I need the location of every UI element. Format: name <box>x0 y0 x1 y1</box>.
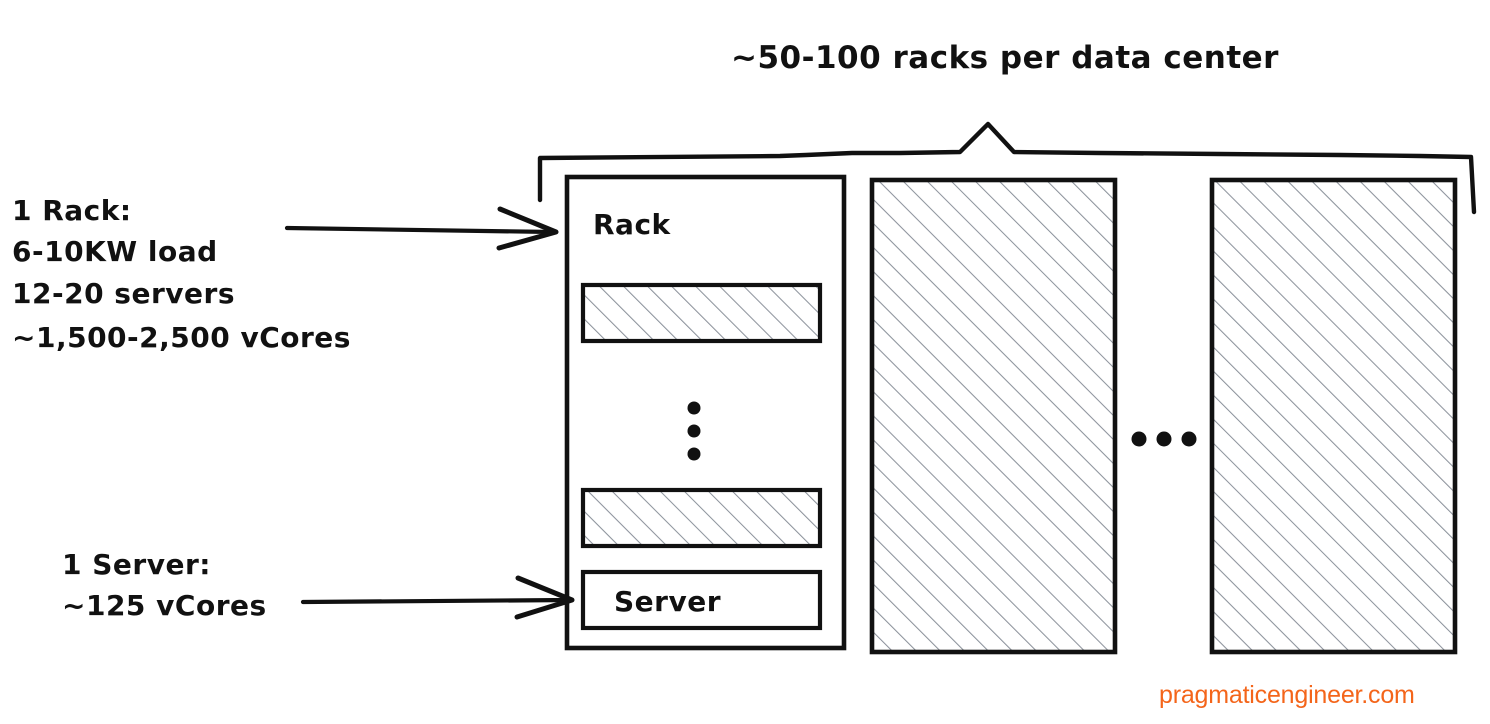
rack-2 <box>869 177 1118 655</box>
rack-note-line-3: 12-20 servers <box>12 277 235 310</box>
annotation-rack-note: 1 Rack: 6-10KW load 12-20 servers ~1,500… <box>12 194 351 354</box>
watermark: pragmaticengineer.com <box>1159 681 1415 709</box>
rack-1-slot-top <box>580 282 823 344</box>
annotation-server-note: 1 Server: ~125 vCores <box>62 548 267 622</box>
racks-horizontal-ellipsis <box>1131 431 1197 447</box>
top-brace <box>537 121 1477 215</box>
arrow-to-rack <box>284 206 559 251</box>
rack-1-server-box: Server <box>580 569 823 631</box>
server-note-line-2: ~125 vCores <box>62 589 267 622</box>
rack-3 <box>1209 177 1458 655</box>
rack-note-line-1: 1 Rack: <box>12 194 132 227</box>
rack-note-line-4: ~1,500-2,500 vCores <box>12 321 351 354</box>
server-label: Server <box>614 585 721 618</box>
rack-1-vertical-ellipsis <box>687 401 701 461</box>
server-note-line-1: 1 Server: <box>62 548 211 581</box>
arrow-to-server <box>300 575 575 620</box>
rack-1-label: Rack <box>593 208 672 241</box>
rack-1-slot-bottom <box>580 487 823 549</box>
caption-racks-per-data-center: ~50-100 racks per data center <box>731 40 1279 76</box>
rack-1: Rack Server <box>564 174 847 651</box>
rack-1-outline <box>564 174 847 651</box>
rack-note-line-2: 6-10KW load <box>12 235 218 268</box>
